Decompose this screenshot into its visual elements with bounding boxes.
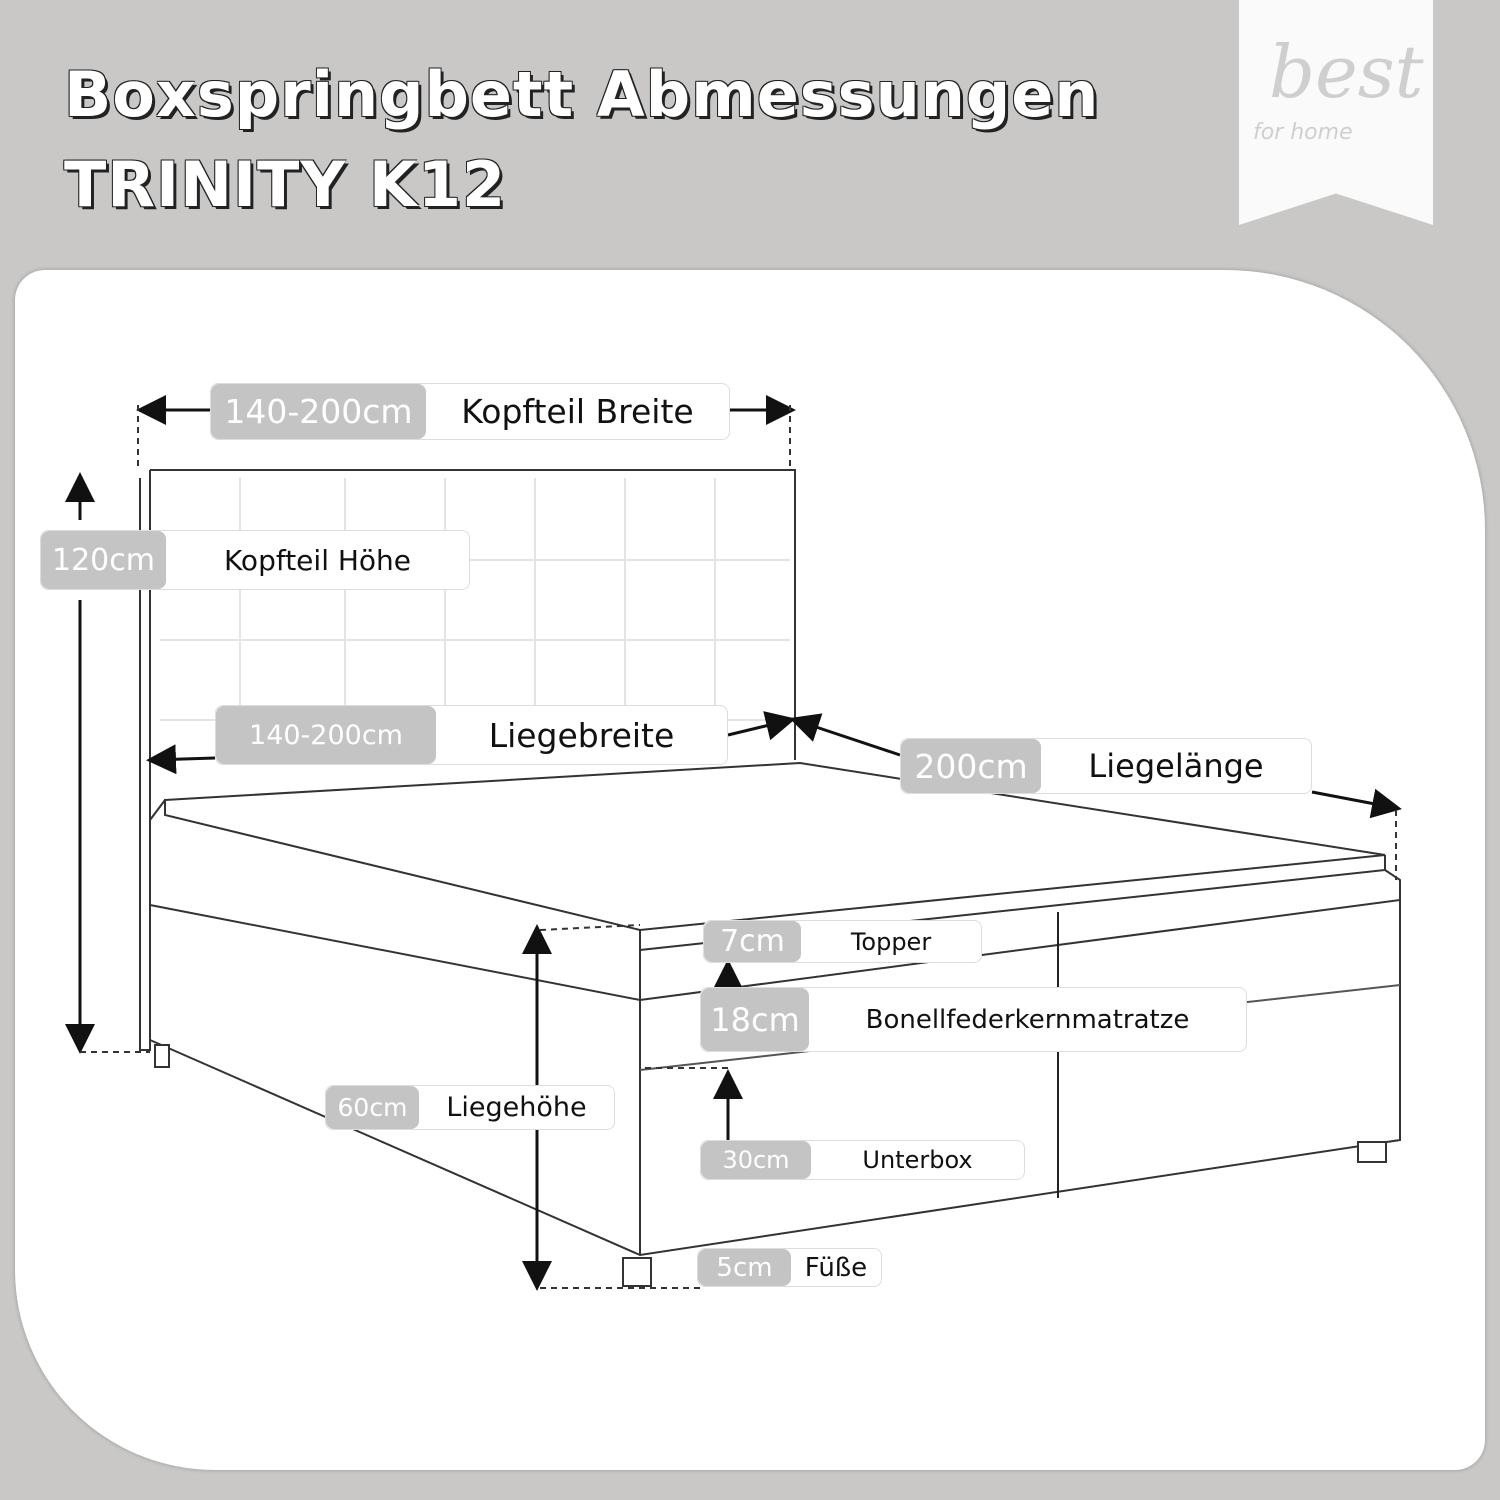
dimension-value: 5cm [698, 1249, 791, 1286]
dimension-name: Bonellfederkernmatratze [865, 1004, 1190, 1035]
dimension-name: Liegebreite [488, 715, 675, 755]
bed-feet [154, 1044, 1387, 1287]
dimension-name: Liegelänge [1088, 747, 1264, 785]
dimension-name: Topper [850, 927, 932, 956]
dimension-value: 140-200cm [216, 706, 436, 764]
label-matratze: 18cm Bonellfederkernmatratze [700, 987, 1247, 1052]
dimension-name: Füße [804, 1252, 868, 1283]
dimension-name: Liegehöhe [446, 1092, 587, 1123]
title-line-1: Boxspringbett Abmessungen [64, 58, 1100, 131]
dimension-guides [80, 405, 1397, 1289]
label-topper: 7cm Topper [703, 920, 982, 963]
dimension-name: Kopfteil Breite [461, 392, 694, 431]
label-unterbox: 30cm Unterbox [700, 1140, 1025, 1180]
logo-main: best [1269, 30, 1424, 114]
dimension-value: 120cm [41, 531, 166, 589]
dimension-value: 30cm [701, 1141, 811, 1179]
dimension-value: 60cm [326, 1086, 419, 1129]
dimension-arrows [65, 395, 1402, 1291]
logo-sub: for home [1253, 120, 1353, 145]
dimension-name: Kopfteil Höhe [223, 543, 412, 577]
label-liegebreite: 140-200cm Liegebreite [215, 705, 728, 765]
dimension-value: 18cm [701, 988, 809, 1051]
label-fuesse: 5cm Füße [697, 1248, 882, 1287]
brand-logo: best for home [1239, 0, 1433, 225]
label-kopfteil-hoehe: 120cm Kopfteil Höhe [40, 530, 470, 590]
dimension-value: 200cm [901, 739, 1041, 793]
label-liegelaenge: 200cm Liegelänge [900, 738, 1312, 794]
dimension-value: 140-200cm [211, 384, 426, 439]
label-kopfteil-breite: 140-200cm Kopfteil Breite [210, 383, 730, 440]
label-liegehoehe: 60cm Liegehöhe [325, 1085, 615, 1130]
title-line-2: TRINITY K12 [64, 148, 507, 221]
dimension-value: 7cm [704, 921, 801, 962]
dimension-name: Unterbox [862, 1146, 973, 1174]
